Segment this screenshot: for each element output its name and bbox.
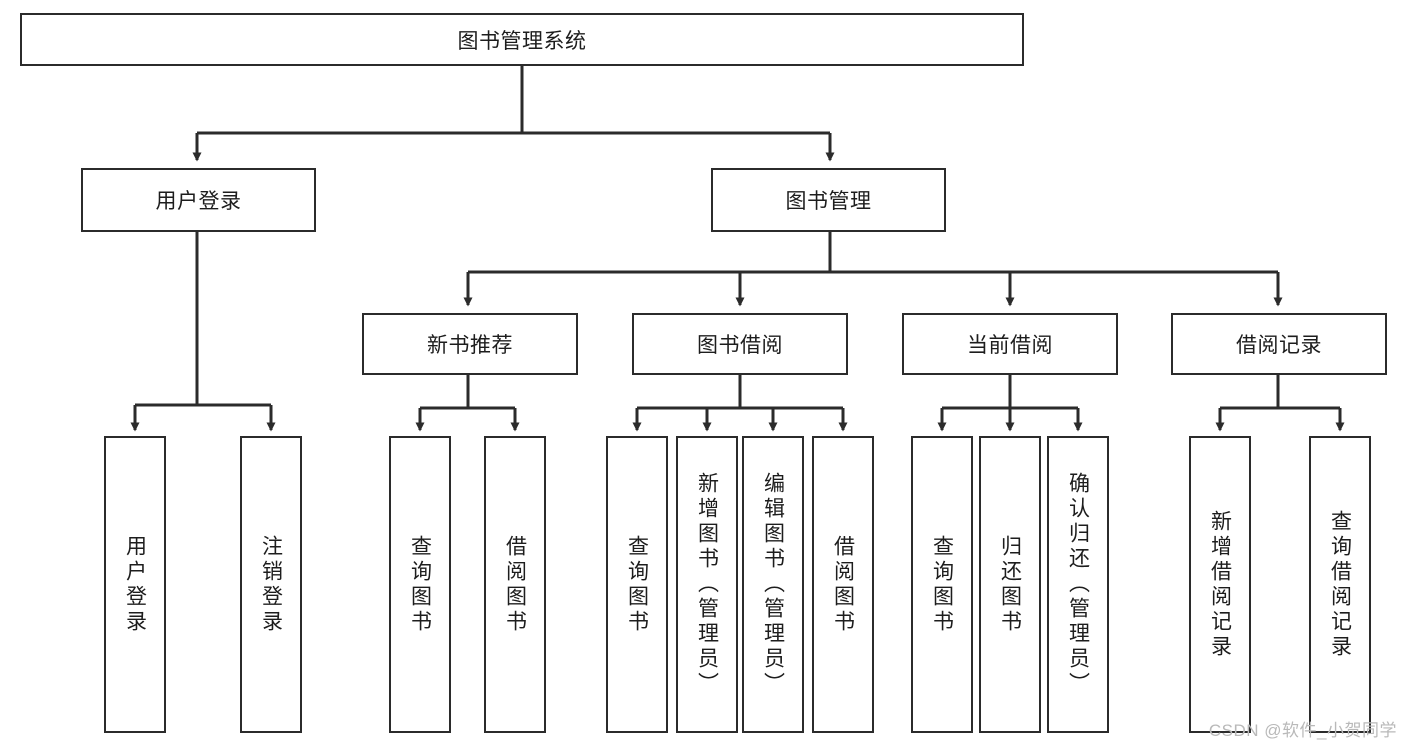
node-label: 归还图书 (998, 534, 1022, 635)
node-label: 编辑图书（管理员） (761, 472, 785, 697)
node-label: 图书管理 (785, 190, 872, 213)
node-leaf-record-query-borrow-record[interactable]: 查询借阅记录 (1309, 436, 1371, 733)
node-label: 查询借阅记录 (1328, 509, 1352, 660)
node-new-book-recommend[interactable]: 新书推荐 (362, 313, 578, 375)
node-label: 借阅图书 (831, 534, 855, 635)
node-leaf-user-logout[interactable]: 注销登录 (240, 436, 302, 733)
node-user-login[interactable]: 用户登录 (81, 168, 316, 232)
node-leaf-current-confirm-return-admin[interactable]: 确认归还（管理员） (1047, 436, 1109, 733)
node-leaf-borrow-borrow-book[interactable]: 借阅图书 (812, 436, 874, 733)
node-leaf-borrow-edit-book-admin[interactable]: 编辑图书（管理员） (742, 436, 804, 733)
node-leaf-record-add-borrow-record[interactable]: 新增借阅记录 (1189, 436, 1251, 733)
node-label: 用户登录 (155, 190, 242, 213)
csdn-watermark: CSDN @软件_小贺同学 (1208, 721, 1397, 740)
node-label: 新增借阅记录 (1208, 509, 1232, 660)
node-label: 确认归还（管理员） (1066, 472, 1090, 697)
node-label: 用户登录 (123, 534, 147, 635)
node-leaf-current-query-book[interactable]: 查询图书 (911, 436, 973, 733)
node-label: 当前借阅 (967, 334, 1053, 357)
node-label: 查询图书 (625, 534, 649, 635)
node-borrow-record[interactable]: 借阅记录 (1171, 313, 1387, 375)
node-leaf-recommend-query-book[interactable]: 查询图书 (389, 436, 451, 733)
node-label: 新增图书（管理员） (695, 472, 719, 697)
node-label: 新书推荐 (427, 334, 513, 357)
node-current-borrow[interactable]: 当前借阅 (902, 313, 1118, 375)
node-leaf-borrow-query-book[interactable]: 查询图书 (606, 436, 668, 733)
node-label: 图书管理系统 (457, 29, 587, 53)
node-root-book-management-system[interactable]: 图书管理系统 (20, 13, 1024, 66)
node-leaf-recommend-borrow-book[interactable]: 借阅图书 (484, 436, 546, 733)
node-book-borrow[interactable]: 图书借阅 (632, 313, 848, 375)
node-label: 注销登录 (259, 534, 283, 635)
node-leaf-borrow-add-book-admin[interactable]: 新增图书（管理员） (676, 436, 738, 733)
node-label: 查询图书 (930, 534, 954, 635)
node-label: 借阅记录 (1236, 334, 1322, 357)
node-book-management[interactable]: 图书管理 (711, 168, 946, 232)
node-label: 查询图书 (408, 534, 432, 635)
node-label: 借阅图书 (503, 534, 527, 635)
node-leaf-user-login[interactable]: 用户登录 (104, 436, 166, 733)
node-leaf-current-return-book[interactable]: 归还图书 (979, 436, 1041, 733)
node-label: 图书借阅 (697, 334, 783, 357)
